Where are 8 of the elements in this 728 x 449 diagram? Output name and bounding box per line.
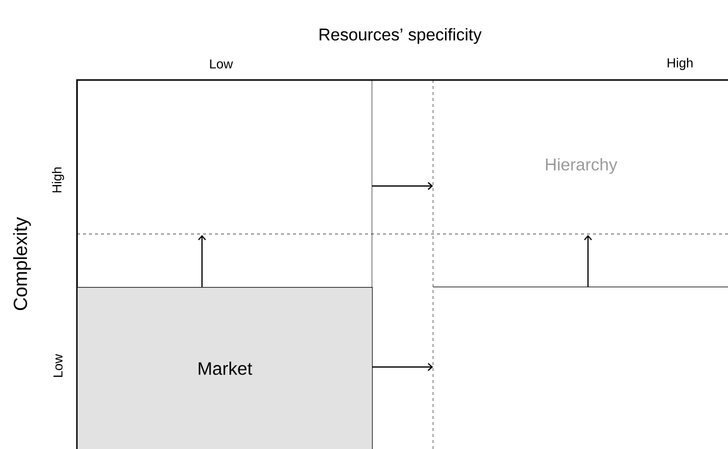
region-label: Hierarchy (546, 158, 618, 174)
axis-tick-label: Low (210, 59, 233, 69)
axis-title: Resources’ specificity (320, 28, 482, 44)
market-box: Market (77, 287, 373, 449)
axis-title: Complexity (13, 217, 31, 310)
axis-tick-label: Low (53, 354, 63, 377)
axis-tick-label: High (668, 58, 693, 70)
axis-tick-label: High (52, 167, 64, 192)
